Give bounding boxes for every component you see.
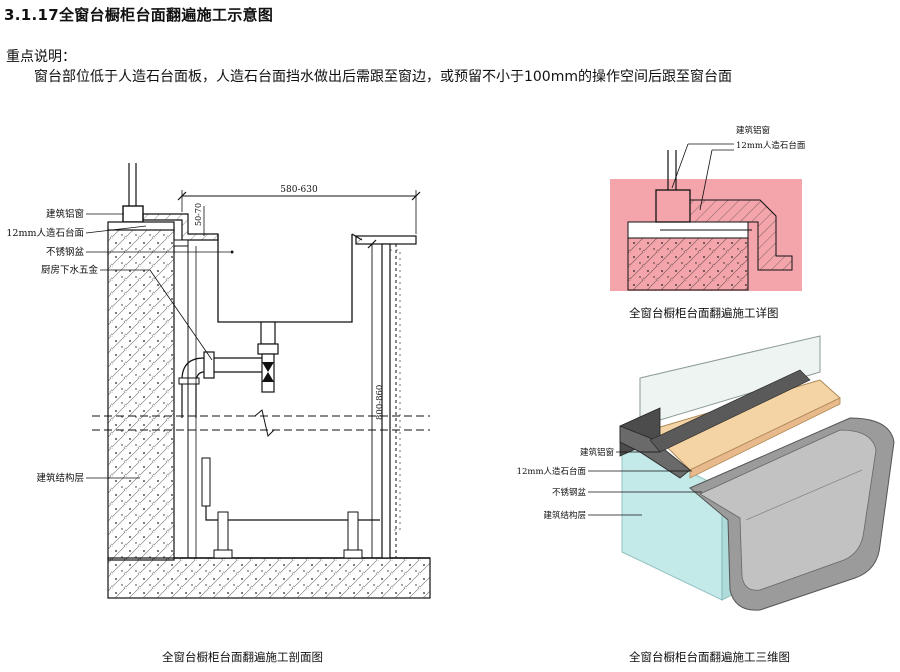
floor-structure [107, 557, 431, 599]
detail-label-window: 建筑铝窗 [736, 125, 770, 136]
key-points-text: 窗台部位低于人造石台面板，人造石台面挡水做出后需跟至窗边，或预留不小于100mm… [34, 69, 732, 85]
three-d-window-glass [639, 335, 821, 427]
section-label-window: 建筑铝窗 [46, 208, 84, 220]
three-d-label-window: 建筑铝窗 [580, 447, 614, 458]
key-points-heading: 重点说明： [6, 49, 76, 65]
window-sill [107, 221, 175, 231]
detail-drawing [610, 143, 802, 291]
detail-window-frame [655, 189, 691, 223]
section-drawing [85, 163, 431, 599]
section-label-structure: 建筑结构层 [36, 472, 84, 484]
dim-lip: 50-70 [194, 203, 203, 226]
page-title: 3.1.17全窗台橱柜台面翻遍施工示意图 [4, 6, 274, 24]
wall-structure [107, 227, 175, 561]
section-label-countertop: 12mm人造石台面 [6, 227, 84, 239]
section-label-sink: 不锈钢盆 [46, 246, 85, 258]
detail-caption: 全窗台橱柜台面翻遍施工详图 [629, 306, 779, 320]
drain-pipe [260, 321, 276, 345]
dim-width: 580-630 [280, 185, 318, 195]
detail-label-countertop: 12mm人造石台面 [736, 140, 806, 151]
detail-wall [627, 237, 749, 291]
cabinet-side [381, 243, 391, 559]
section-caption: 全窗台橱柜台面翻遍施工剖面图 [162, 650, 323, 664]
three-d-label-sink: 不锈钢盆 [552, 487, 587, 498]
countertop-right [355, 235, 417, 245]
three-d-label-countertop: 12mm人造石台面 [517, 466, 587, 477]
window-frame [122, 205, 144, 223]
dim-height: 800-860 [375, 385, 385, 420]
three-d-drawing [588, 335, 895, 611]
section-label-hardware: 厨房下水五金 [41, 264, 99, 276]
three-d-label-structure: 建筑结构层 [543, 510, 586, 521]
three-d-caption: 全窗台橱柜台面翻遍施工三维图 [629, 650, 790, 664]
detail-countertop [689, 199, 793, 271]
sink-basin [217, 234, 353, 323]
